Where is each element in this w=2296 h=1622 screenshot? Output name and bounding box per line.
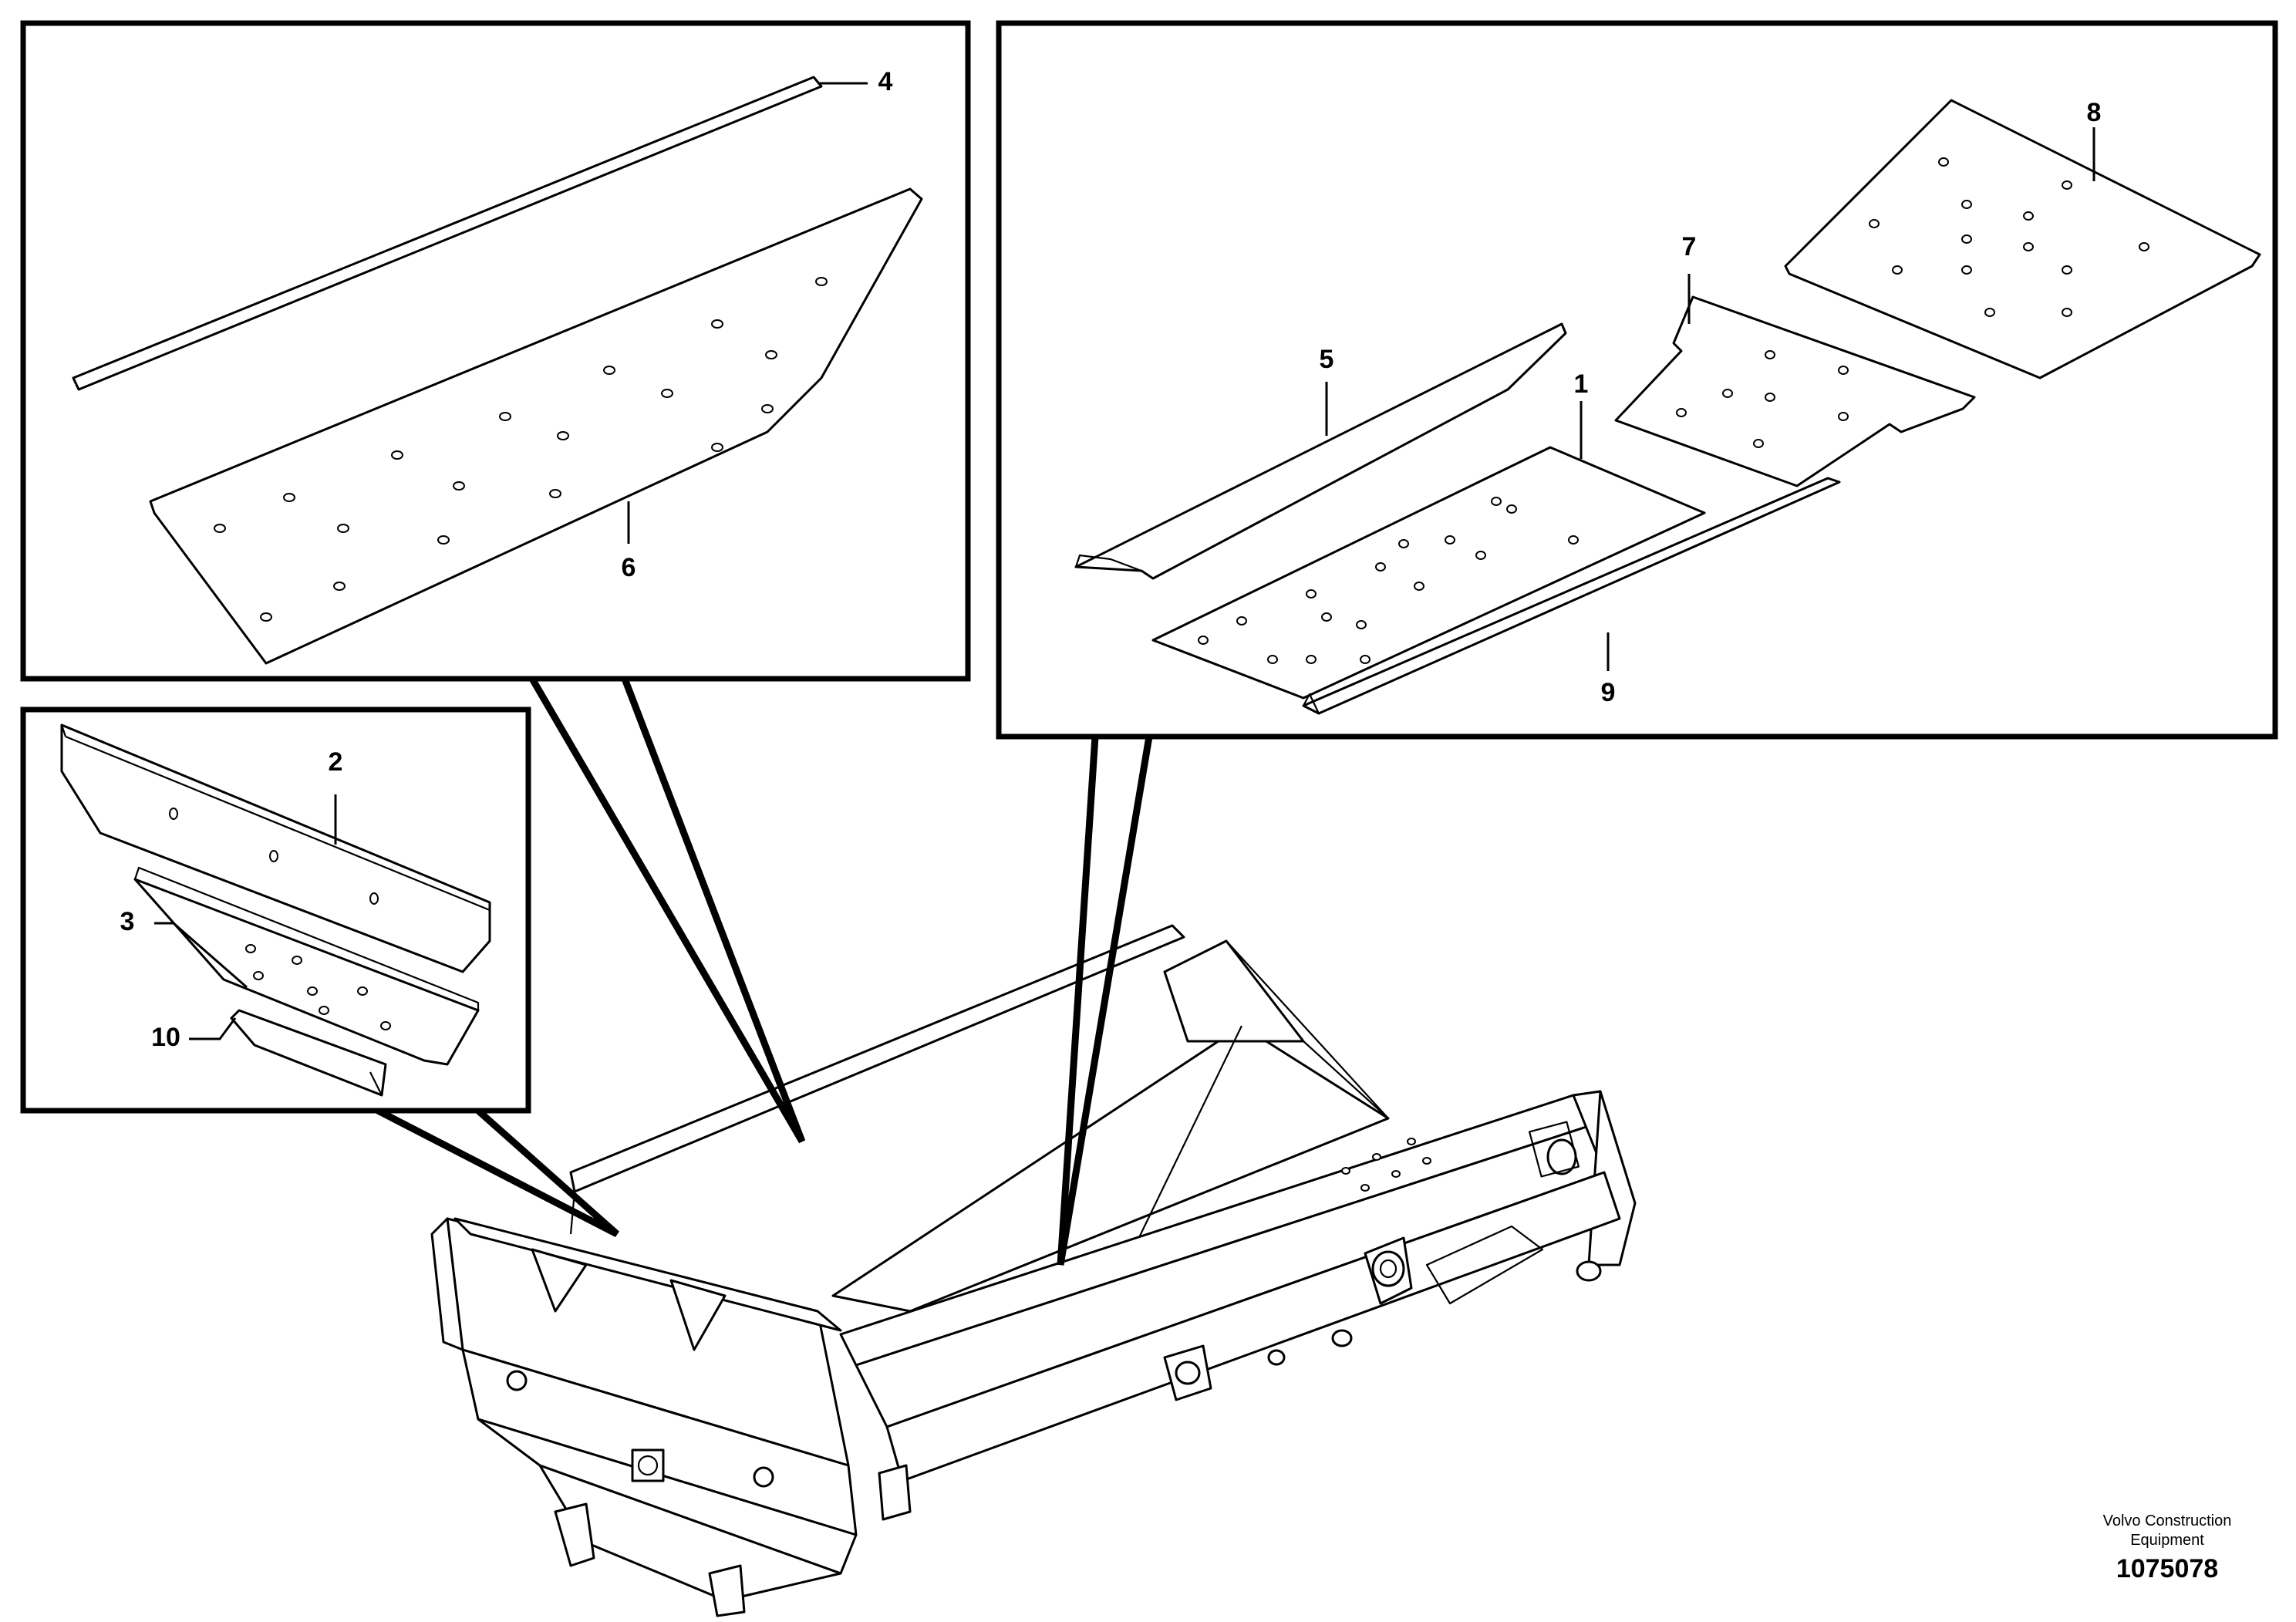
ref-label-2: 2 — [329, 747, 343, 777]
brand-line-1: Volvo Construction — [2103, 1512, 2232, 1529]
ref-label-1: 1 — [1574, 369, 1589, 399]
callout-box-left — [20, 706, 531, 1114]
ref-label-9: 9 — [1601, 678, 1616, 707]
part-8-holes — [1869, 157, 2149, 317]
ref-label-6: 6 — [622, 553, 636, 582]
part-7-plate — [1614, 295, 1976, 487]
callout-box-top-left — [20, 20, 971, 682]
ref-label-10: 10 — [151, 1023, 180, 1052]
ref-label-4: 4 — [878, 67, 893, 96]
part-1-plate — [1151, 446, 1706, 700]
part-1-holes — [1198, 497, 1579, 664]
footer: Volvo Construction Equipment 1075078 — [2103, 1512, 2232, 1583]
part-6-plate — [149, 187, 923, 665]
callout-box-top-right — [996, 20, 2278, 740]
ref-label-7: 7 — [1682, 232, 1697, 261]
reference-lines — [154, 82, 2095, 1040]
part-8-plate — [1784, 99, 2261, 379]
part-10-block — [230, 1009, 387, 1097]
brand-line-2: Equipment — [2130, 1532, 2204, 1549]
part-2-plate — [60, 723, 491, 973]
document-number: 1075078 — [2116, 1554, 2218, 1583]
callout-leaders — [376, 676, 1153, 1266]
part-6-holes — [214, 277, 828, 622]
ref-label-8: 8 — [2087, 98, 2102, 127]
part-9-strip — [1302, 477, 1841, 715]
part-3-holes — [245, 944, 391, 1030]
part-2-holes — [169, 808, 379, 905]
ref-label-3: 3 — [120, 907, 135, 936]
reference-labels: 4 6 2 3 10 5 1 7 8 9 — [120, 67, 2102, 1052]
part-7-holes — [1676, 350, 1849, 448]
ref-label-5: 5 — [1320, 345, 1334, 374]
dump-body — [430, 924, 1637, 1617]
